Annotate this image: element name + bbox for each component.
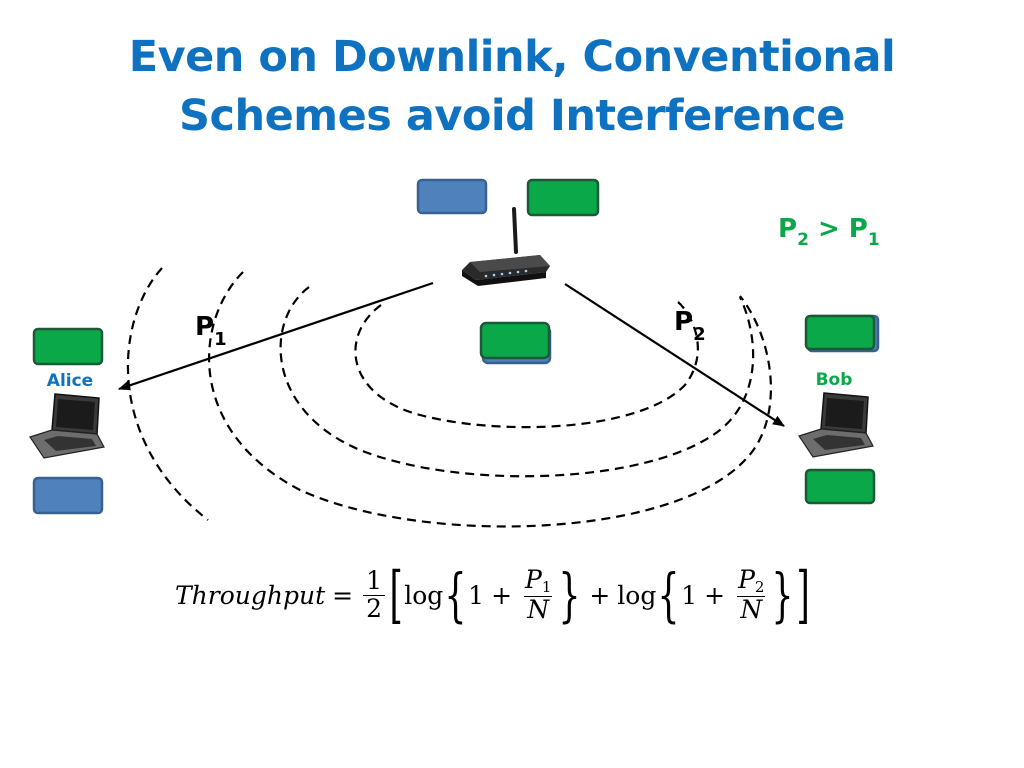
formula-p1-over-n: P1 N (524, 565, 553, 624)
signal-arc-2 (279, 286, 755, 478)
laptop-icon (24, 392, 108, 460)
label-p1: P1 (195, 312, 227, 350)
formula-p2-over-n: P2 N (737, 565, 766, 624)
formula-plus-1: + (491, 580, 513, 610)
power-condition: P2 > P1 (778, 214, 880, 250)
formula-plus-2: + (704, 580, 726, 610)
formula-brace-open-1: { (444, 561, 467, 629)
formula-one-1: 1 (468, 580, 485, 610)
formula-brace-close-2: } (771, 561, 794, 629)
formula-lhs: Throughput (175, 580, 326, 610)
packet-blue-top (416, 178, 488, 215)
formula-bracket-open: [ (389, 558, 403, 631)
label-p2: P2 (674, 307, 706, 345)
packet-blue-alice (32, 476, 104, 515)
formula-half: 1 2 (363, 567, 385, 622)
formula-one-2: 1 (681, 580, 698, 610)
bob-label: Bob (816, 370, 853, 390)
formula-log-2: log (617, 580, 657, 610)
packet-green-bob-top (804, 314, 876, 351)
formula-equals: = (332, 580, 354, 610)
signal-arc-3 (208, 271, 772, 528)
packet-green-center (479, 321, 551, 360)
formula-plus-mid: + (589, 580, 611, 610)
signal-arc-1 (354, 301, 699, 429)
formula-brace-close-1: } (558, 561, 581, 629)
packet-green-alice (32, 327, 104, 366)
formula-log-1: log (404, 580, 444, 610)
arrow-to-bob (564, 283, 785, 427)
arrow-to-alice (118, 281, 434, 391)
slide-title-line-2: Schemes avoid Interference (179, 91, 845, 142)
slide-title-line-1: Even on Downlink, Conventional (128, 32, 896, 82)
slide-title: Even on Downlink, Conventional Schemes a… (0, 28, 1024, 147)
packet-green-top (526, 178, 600, 217)
packet-green-bob-bottom (804, 468, 876, 505)
throughput-formula: Throughput = 1 2 [ log { 1 + P1 N } + lo… (175, 555, 812, 635)
formula-brace-open-2: { (657, 561, 680, 629)
laptop-icon (793, 390, 877, 460)
wireless-router-icon (462, 207, 550, 286)
alice-label: Alice (47, 371, 93, 391)
formula-bracket-close: ] (796, 558, 811, 631)
signal-arc-4 (126, 267, 209, 521)
